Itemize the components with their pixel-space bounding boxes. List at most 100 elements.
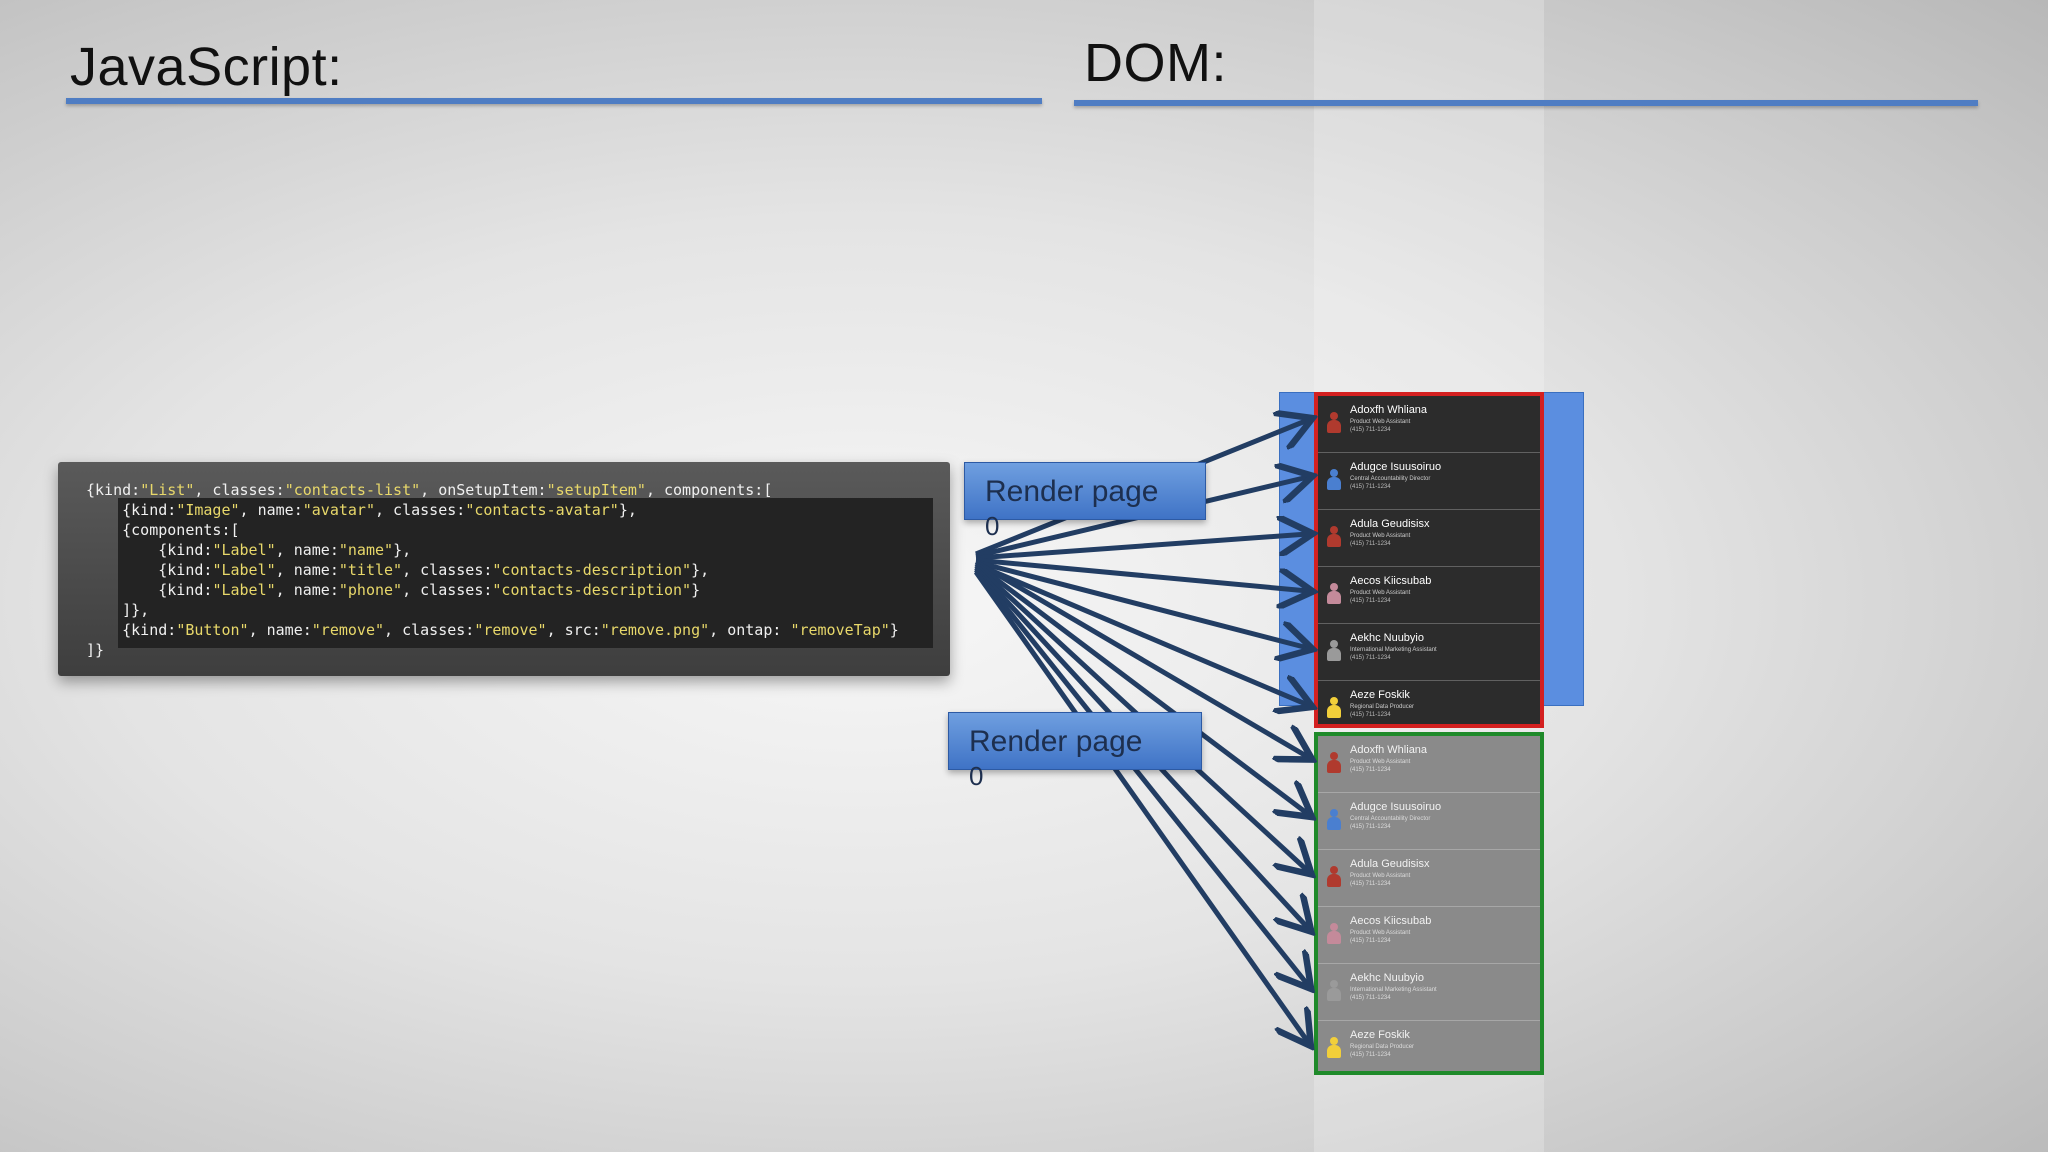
- contact-name: Adugce Isuusoiruo: [1350, 801, 1442, 813]
- render-arrow: [974, 559, 1308, 757]
- avatar-head: [1330, 526, 1338, 534]
- avatar-icon: [1326, 923, 1342, 945]
- avatar-body: [1327, 420, 1341, 433]
- contact-name: Aekhc Nuubyio: [1350, 632, 1424, 644]
- contact-name: Aecos Kiicsubab: [1350, 575, 1432, 587]
- code-string-token: "remove": [311, 621, 385, 639]
- code-token: }: [691, 581, 701, 599]
- avatar-head: [1330, 1037, 1338, 1045]
- code-token: , ontap:: [709, 621, 791, 639]
- contact-phone: (415) 711-1234: [1350, 767, 1391, 773]
- code-token: },: [691, 561, 710, 579]
- contact-title: International Marketing Assistant: [1350, 987, 1437, 993]
- code-string-token: "Label": [212, 541, 276, 559]
- code-string-token: "Image": [176, 501, 240, 519]
- contact-name: Adugce Isuusoiruo: [1350, 461, 1442, 473]
- dom-heading-rule: [1074, 100, 1978, 106]
- contact-phone: (415) 711-1234: [1350, 427, 1391, 433]
- code-line: {kind:"Label", name:"name"},: [86, 540, 899, 560]
- render-arrow: [974, 568, 1308, 985]
- avatar-head: [1330, 752, 1338, 760]
- avatar-head: [1330, 809, 1338, 817]
- contact-name: Adula Geudisisx: [1350, 518, 1430, 530]
- contact-title: Product Web Assistant: [1350, 590, 1411, 596]
- code-token: , name:: [275, 541, 339, 559]
- code-line: {kind:"Image", name:"avatar", classes:"c…: [86, 500, 899, 520]
- code-string-token: "contacts-list": [284, 481, 421, 499]
- code-line: {kind:"Button", name:"remove", classes:"…: [86, 620, 899, 640]
- render-page-number: 0: [985, 511, 1000, 541]
- code-string-token: "avatar": [302, 501, 375, 519]
- render-page-button[interactable]: Render page 0: [964, 462, 1206, 541]
- code-block: {kind:"List", classes:"contacts-list", o…: [86, 480, 899, 660]
- code-token: , name:: [248, 621, 312, 639]
- code-line: {kind:"List", classes:"contacts-list", o…: [86, 480, 899, 500]
- code-string-token: "removeTap": [790, 621, 890, 639]
- code-token: , classes:: [402, 581, 493, 599]
- contact-phone: (415) 711-1234: [1350, 541, 1391, 547]
- contact-title: Product Web Assistant: [1350, 930, 1411, 936]
- javascript-heading: JavaScript:: [70, 37, 343, 97]
- code-string-token: "remove": [474, 621, 547, 639]
- avatar-icon: [1326, 526, 1342, 548]
- code-line: {components:[: [86, 520, 899, 540]
- contact-title: International Marketing Assistant: [1350, 647, 1437, 653]
- code-token: {kind:: [86, 561, 213, 579]
- code-token: , name:: [239, 501, 303, 519]
- contact-name: Adoxfh Whliana: [1350, 744, 1428, 756]
- avatar-body: [1327, 705, 1341, 718]
- avatar-icon: [1326, 809, 1342, 831]
- avatar-icon: [1326, 469, 1342, 491]
- code-token: , name:: [275, 561, 339, 579]
- avatar-body: [1327, 648, 1341, 661]
- contact-title: Product Web Assistant: [1350, 759, 1411, 765]
- contact-title: Regional Data Producer: [1350, 704, 1415, 710]
- code-string-token: "title": [338, 561, 403, 579]
- code-string-token: "setupItem": [546, 481, 646, 499]
- code-token: , classes:: [194, 481, 285, 499]
- code-token: {kind:: [86, 501, 177, 519]
- code-token: {kind:: [86, 621, 177, 639]
- contact-title: Central Accountability Director: [1350, 476, 1431, 482]
- avatar-head: [1330, 469, 1338, 477]
- code-token: },: [393, 541, 412, 559]
- contact-phone: (415) 711-1234: [1350, 1052, 1391, 1058]
- code-token: , classes:: [402, 561, 493, 579]
- code-line: {kind:"Label", name:"phone", classes:"co…: [86, 580, 899, 600]
- render-arrow: [975, 559, 1308, 648]
- code-token: , components:[: [645, 481, 773, 499]
- avatar-body: [1327, 988, 1341, 1001]
- avatar-body: [1327, 477, 1341, 490]
- code-token: {kind:: [86, 481, 141, 499]
- code-panel: {kind:"List", classes:"contacts-list", o…: [58, 462, 950, 676]
- contact-name: Aecos Kiicsubab: [1350, 915, 1432, 927]
- code-token: , onSetupItem:: [420, 481, 547, 499]
- code-line: {kind:"Label", name:"title", classes:"co…: [86, 560, 899, 580]
- render-page-label: Render page: [985, 475, 1159, 508]
- render-page-label: Render page: [969, 725, 1143, 758]
- avatar-body: [1327, 1045, 1341, 1058]
- code-string-token: "Label": [212, 561, 276, 579]
- render-page-button[interactable]: Render page 0: [948, 712, 1202, 791]
- avatar-body: [1327, 760, 1341, 773]
- avatar-icon: [1326, 583, 1342, 605]
- contact-title: Product Web Assistant: [1350, 419, 1411, 425]
- render-page-number: 0: [969, 761, 984, 791]
- dom-heading: DOM:: [1084, 33, 1227, 93]
- code-string-token: "contacts-description": [492, 581, 692, 599]
- avatar-body: [1327, 591, 1341, 604]
